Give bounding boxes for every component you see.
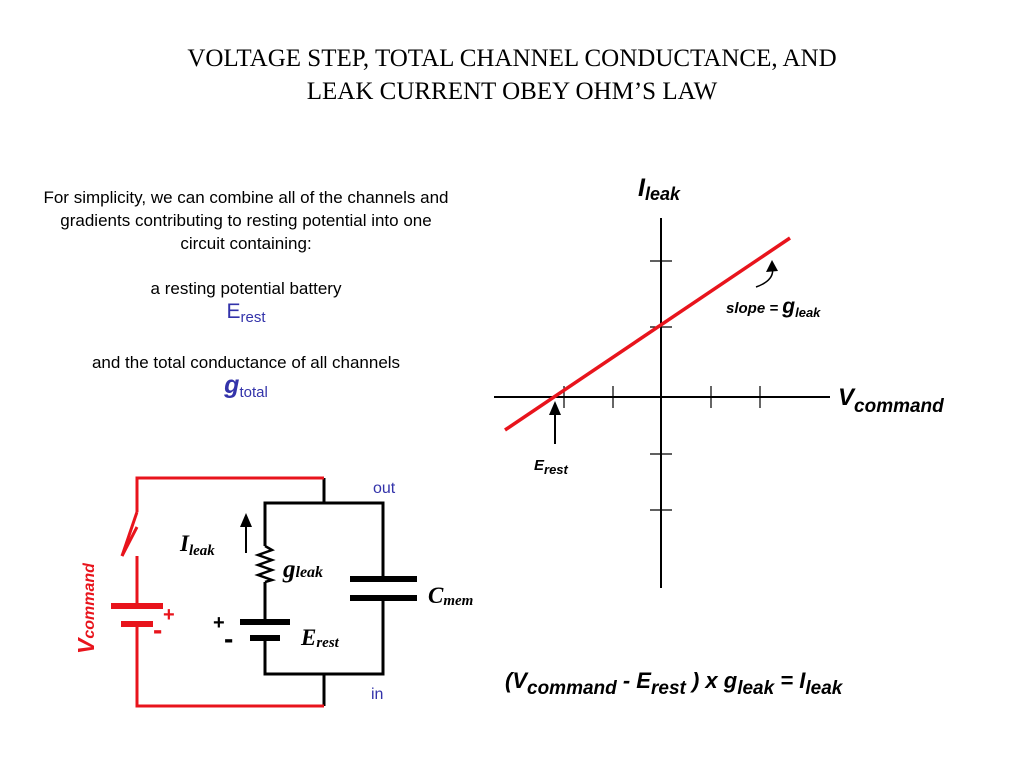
battery-text: a resting potential battery <box>150 279 342 298</box>
intro-paragraph: For simplicity, we can combine all of th… <box>43 188 449 253</box>
ileak-label: Ileak <box>179 531 215 559</box>
command-wires <box>120 476 324 708</box>
command-switch <box>120 511 139 557</box>
erest-plus-label: + <box>213 612 225 634</box>
ohm-equation: (Vcommand - Erest ) x gleak = Ileak <box>505 668 844 699</box>
title-line-1: VOLTAGE STEP, TOTAL CHANNEL CONDUCTANCE,… <box>187 45 837 72</box>
conductance-text: and the total conductance of all channel… <box>91 353 401 372</box>
y-axis-label: Ileak <box>638 174 681 204</box>
x-axis-label: Vcommand <box>838 384 944 417</box>
slope-arrowhead <box>766 260 778 272</box>
title-line-2: LEAK CURRENT OBEY OHM’S LAW <box>306 78 718 105</box>
iv-graph: Ileak Vcommand slope = gleak Erest <box>494 174 944 588</box>
cmem-label: Cmem <box>428 583 473 609</box>
slope-label: slope = gleak <box>726 295 821 320</box>
leak-line <box>504 236 791 432</box>
erest-circuit-label: Erest <box>300 625 340 651</box>
command-minus-label: - <box>153 614 162 645</box>
resistor-g-leak <box>254 544 277 584</box>
erest-minus-label: - <box>224 623 233 654</box>
battery-symbol: Erest <box>226 300 266 326</box>
erest-arrowhead <box>549 401 561 415</box>
ileak-arrowhead <box>240 513 252 527</box>
in-label: in <box>371 686 383 703</box>
vcommand-label: Vcommand <box>73 562 99 654</box>
command-plus-label: + <box>163 604 175 626</box>
page-title: VOLTAGE STEP, TOTAL CHANNEL CONDUCTANCE,… <box>0 42 1024 108</box>
conductance-symbol: gtotal <box>224 371 268 402</box>
circuit-wires <box>263 501 385 676</box>
intro-text: For simplicity, we can combine all of th… <box>40 186 452 404</box>
circuit: out in Ileak gleak Cmem Erest + - + - Vc… <box>73 476 473 708</box>
gleak-label: gleak <box>282 556 323 583</box>
out-label: out <box>373 480 396 497</box>
erest-label: Erest <box>534 457 569 477</box>
